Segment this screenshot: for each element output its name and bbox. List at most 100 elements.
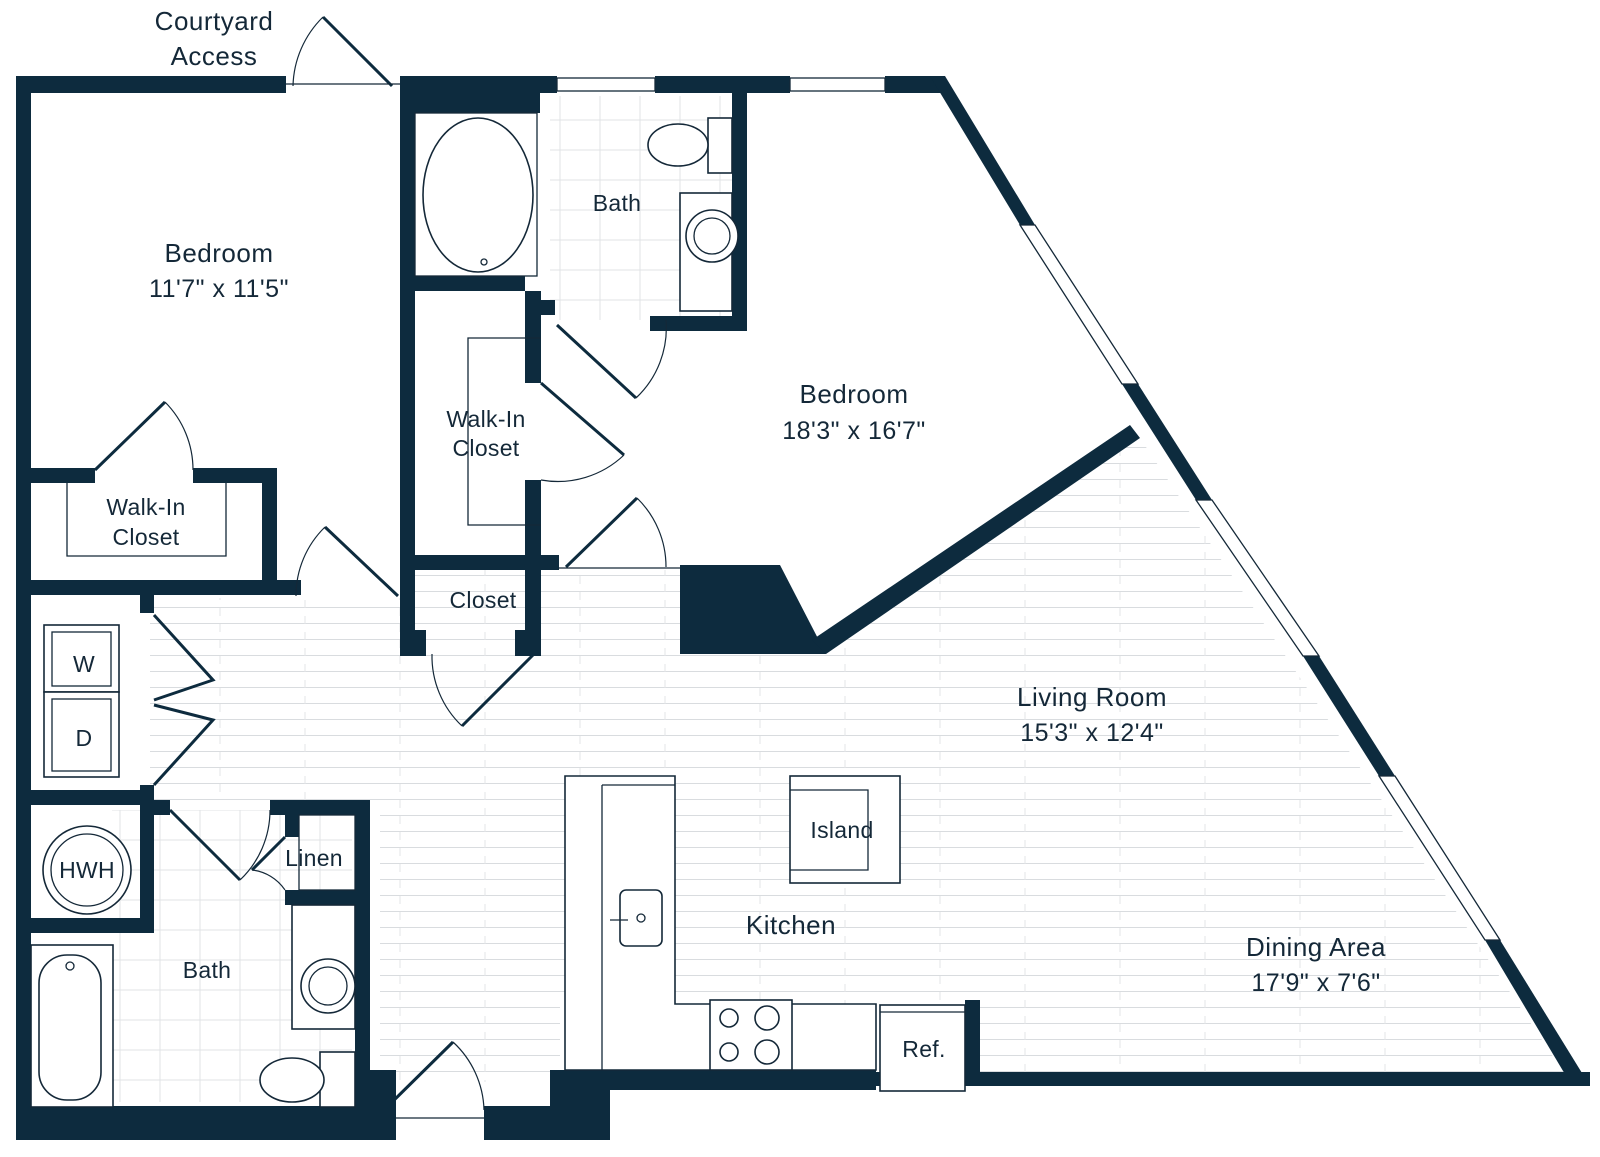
dryer-label: D — [76, 725, 93, 751]
island — [789, 775, 901, 884]
bedroom1-dimensions: 11'7" x 11'5" — [149, 275, 289, 303]
wall — [140, 595, 154, 613]
kitchen-sink — [619, 889, 663, 947]
courtyard-label-line2: Access — [171, 41, 258, 71]
door-swing — [292, 16, 324, 87]
wall — [285, 890, 355, 905]
dining-area-dimensions: 17'9" x 7'6" — [1251, 969, 1380, 997]
bedroom1-name: Bedroom — [165, 238, 274, 268]
range — [709, 999, 793, 1071]
wall — [680, 565, 826, 654]
burner — [754, 1039, 780, 1065]
wall — [270, 800, 370, 815]
wall — [415, 555, 541, 570]
burner — [754, 1005, 780, 1031]
washer-inner — [51, 631, 112, 687]
bath2-label: Bath — [183, 957, 232, 983]
wall — [31, 790, 154, 805]
door-leaf — [93, 400, 167, 472]
door-swing — [164, 401, 194, 471]
window — [1018, 224, 1140, 385]
island-label: Island — [810, 817, 873, 843]
toilet-bowl — [647, 123, 709, 167]
wall — [930, 76, 1035, 225]
door-leaf — [250, 835, 287, 872]
courtyard-label-line1: Courtyard — [155, 6, 274, 36]
bedroom2-dimensions: 18'3" x 16'7" — [782, 417, 926, 445]
wall — [415, 276, 525, 291]
wall — [31, 468, 95, 483]
fixtures — [30, 112, 966, 1108]
window — [1194, 499, 1321, 657]
kitchen-counter — [564, 775, 877, 1071]
wall — [262, 468, 277, 593]
wall — [285, 815, 299, 837]
wall — [965, 1000, 980, 1084]
island-seat — [790, 789, 869, 871]
wall — [550, 1070, 876, 1090]
refrigerator — [879, 1004, 966, 1092]
wall — [541, 555, 559, 570]
toilet-bowl — [259, 1057, 325, 1103]
door-leaf — [540, 381, 625, 457]
door-leaf — [321, 15, 394, 88]
wall — [193, 468, 277, 483]
wall — [154, 800, 170, 815]
sink-inner — [693, 217, 731, 255]
door-swing — [239, 809, 271, 881]
door-leaf — [564, 496, 639, 569]
living-room-dimensions: 15'3" x 12'4" — [1020, 719, 1164, 747]
wall — [31, 580, 301, 595]
burner — [719, 1042, 739, 1062]
closet-label: Closet — [450, 587, 517, 613]
wall — [1485, 940, 1590, 1086]
linen-label: Linen — [285, 845, 343, 871]
bifold-door — [152, 613, 216, 702]
wall — [1122, 384, 1212, 500]
dining-area-name: Dining Area — [1246, 932, 1386, 962]
dryer-inner — [51, 698, 112, 772]
walkin2-label-line2: Closet — [453, 435, 520, 461]
wall — [525, 315, 541, 383]
door-swing — [251, 869, 286, 891]
ref-label: Ref. — [902, 1036, 945, 1062]
walkin2-label-line1: Walk-In — [446, 406, 525, 432]
bath1-label: Bath — [593, 190, 642, 216]
wall — [650, 316, 747, 331]
window — [1377, 775, 1502, 941]
door-swing — [452, 1041, 485, 1111]
wall — [400, 76, 540, 113]
drain — [65, 961, 75, 971]
wall — [370, 1070, 396, 1106]
burner — [719, 1008, 739, 1028]
wall — [31, 918, 154, 933]
wall — [16, 76, 31, 1140]
door-leaf — [460, 652, 536, 728]
door-swing — [635, 319, 667, 399]
door-swing — [431, 653, 463, 727]
walkin1-label-line2: Closet — [113, 524, 180, 550]
sink-inner — [308, 966, 348, 1006]
window — [789, 77, 886, 92]
door-leaf — [168, 808, 242, 882]
water-heater-inner — [50, 833, 124, 907]
dryer-box — [43, 691, 120, 778]
toilet-tank — [319, 1051, 356, 1108]
door-leaf — [323, 525, 400, 598]
wall — [732, 93, 747, 331]
living-floor — [150, 438, 1570, 1082]
sink-drain — [636, 913, 646, 923]
wall — [655, 76, 790, 93]
door-swing — [295, 526, 326, 597]
tub-outline — [414, 112, 538, 277]
door-swing — [636, 497, 667, 568]
doors — [93, 15, 680, 1119]
wall — [400, 76, 415, 656]
wall — [525, 300, 555, 315]
door-leaf — [382, 1040, 455, 1112]
wall — [140, 805, 154, 930]
walkin1-label-line1: Walk-In — [106, 494, 185, 520]
wall — [812, 425, 1140, 654]
washer-box — [43, 624, 120, 693]
